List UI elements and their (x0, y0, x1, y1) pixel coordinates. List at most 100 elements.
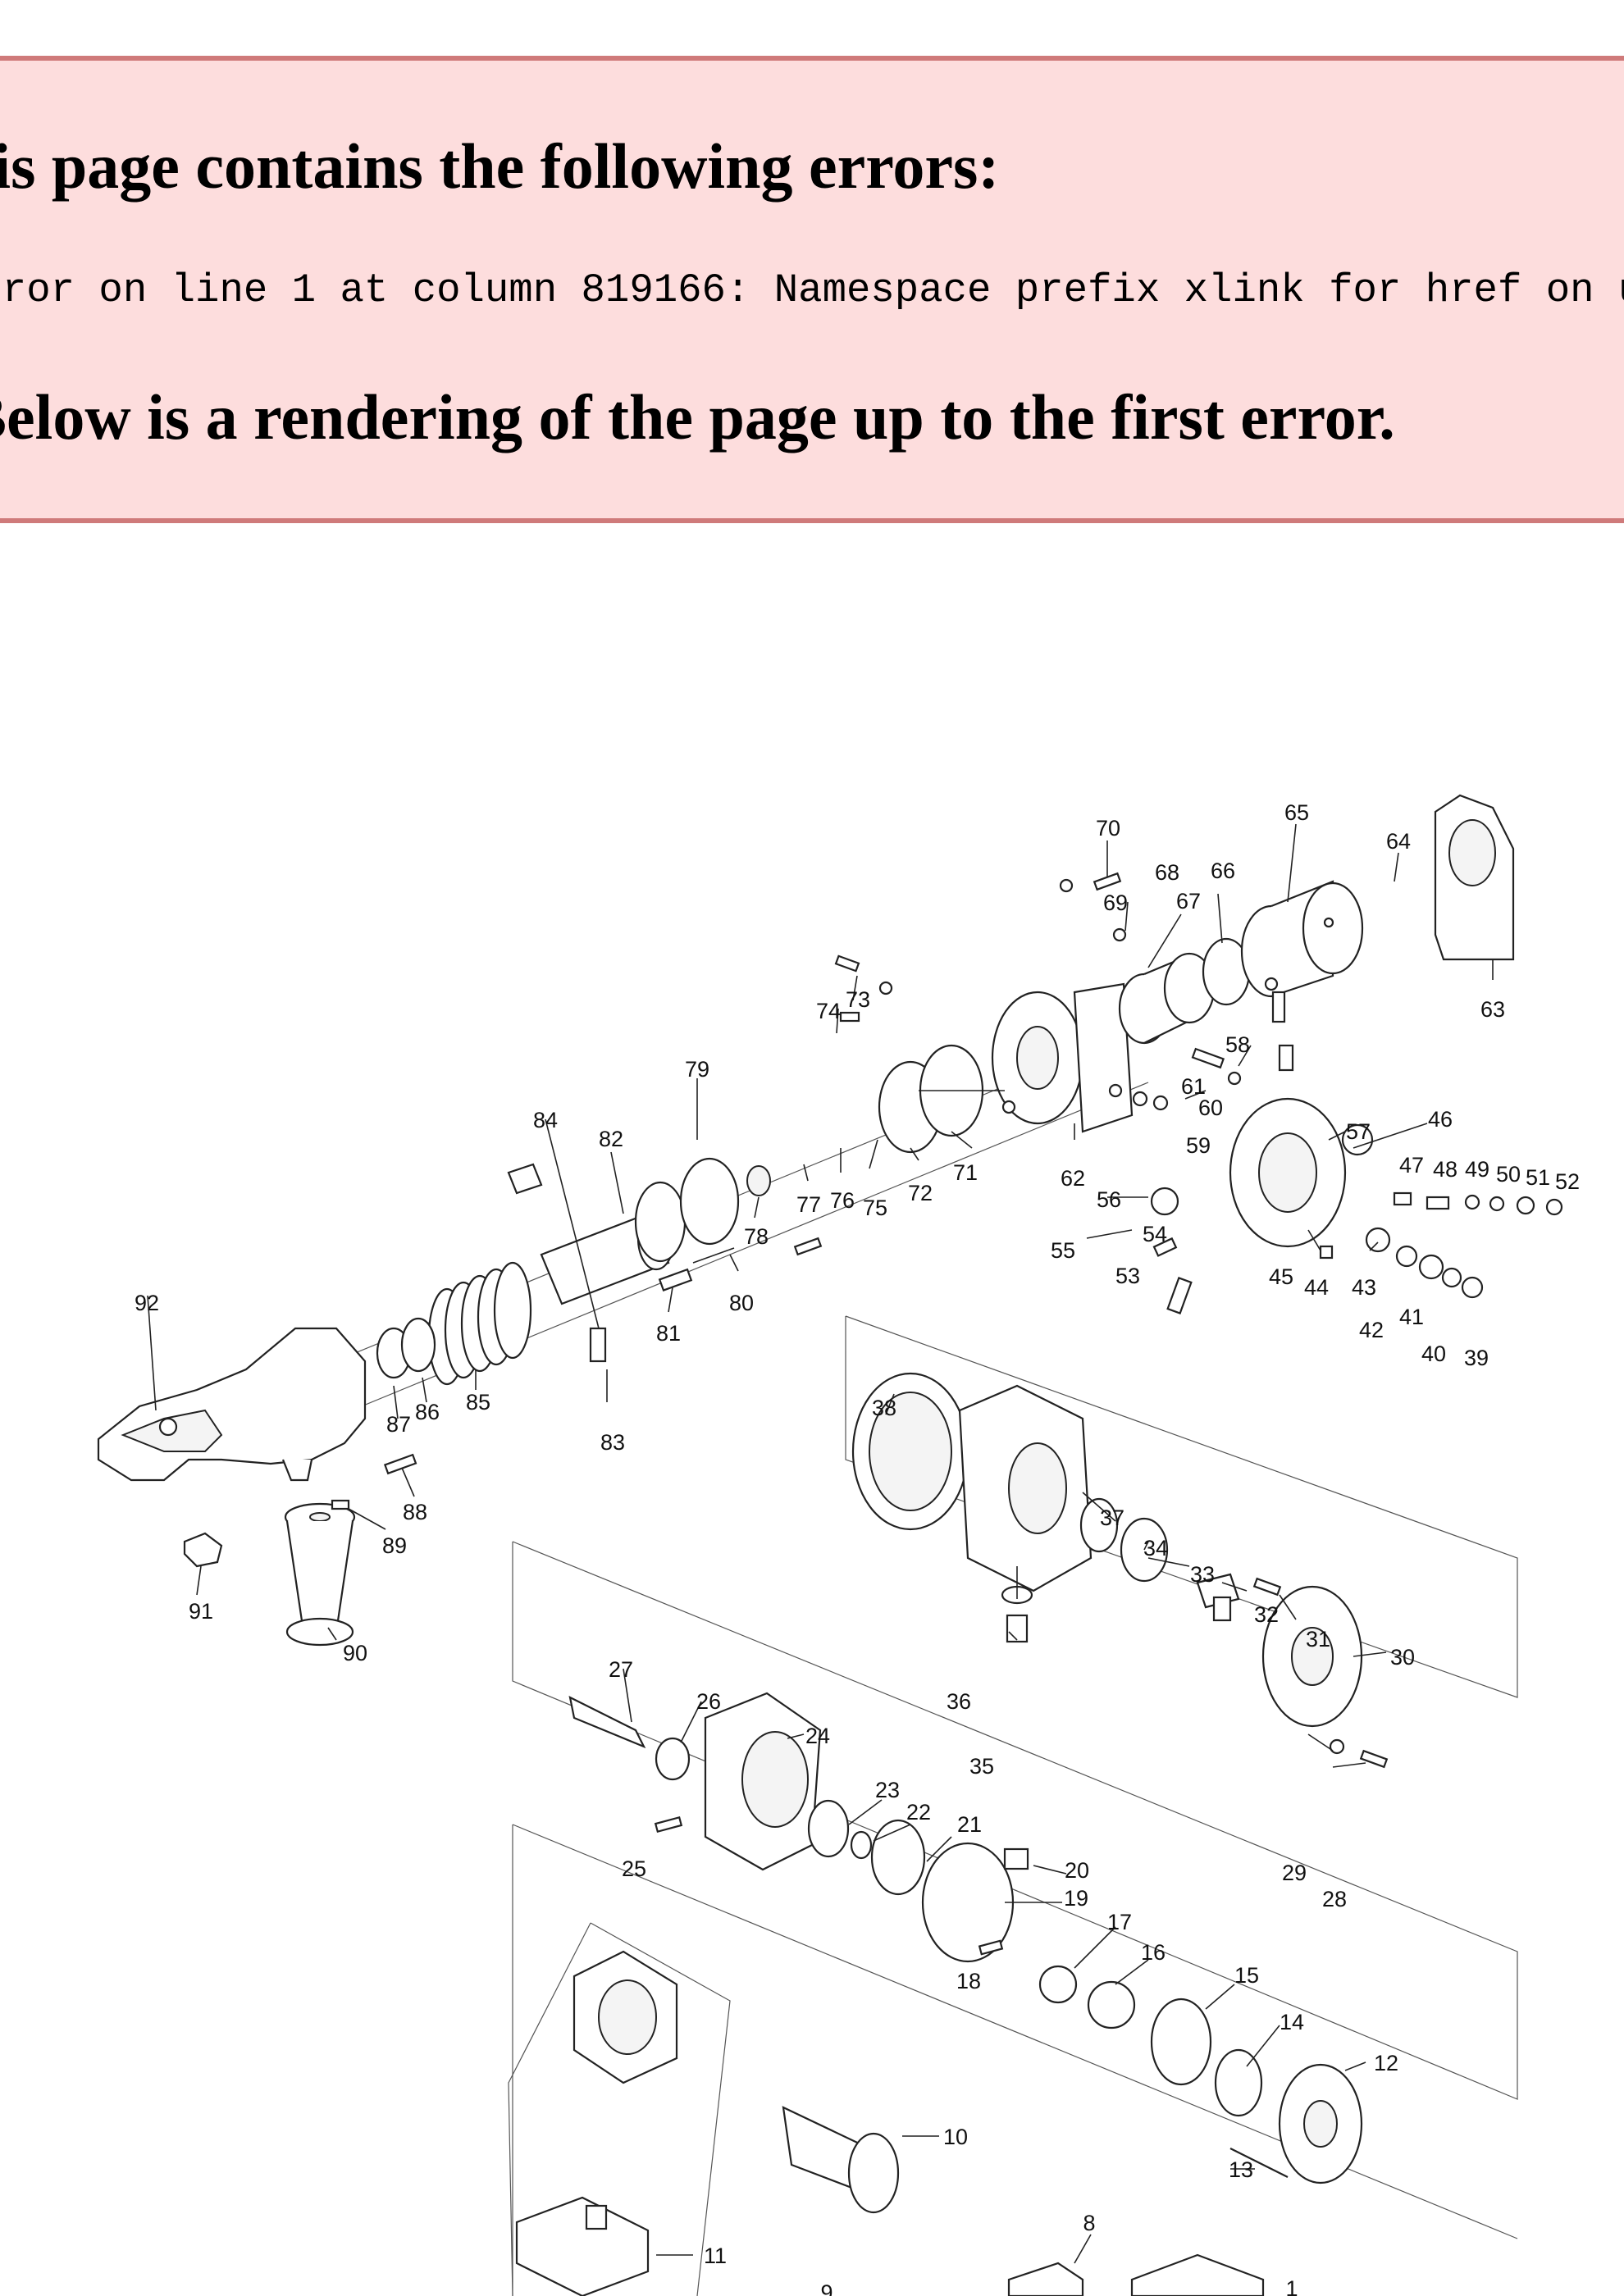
label-1: 1 (1285, 2276, 1298, 2296)
label-85: 85 (466, 1390, 490, 1414)
part-handle-housing (97, 1327, 367, 1482)
label-18: 18 (956, 1969, 981, 1993)
label-41: 41 (1399, 1305, 1424, 1329)
label-13: 13 (1229, 2157, 1253, 2182)
label-28: 28 (1322, 1887, 1347, 1911)
label-14: 14 (1280, 2010, 1304, 2034)
label-8: 8 (1083, 2211, 1095, 2235)
label-84: 84 (533, 1108, 558, 1132)
label-66: 66 (1211, 859, 1235, 883)
label-90: 90 (343, 1641, 367, 1665)
label-38: 38 (872, 1396, 896, 1420)
part-valve-body-46 (1229, 1097, 1374, 1248)
label-33: 33 (1190, 1562, 1215, 1587)
label-42: 42 (1359, 1318, 1384, 1342)
label-35: 35 (969, 1754, 994, 1779)
label-91: 91 (189, 1599, 213, 1624)
part-rod-13 (1229, 2148, 1289, 2178)
part-ring-15 (1150, 1998, 1212, 2086)
error-detail-message: error on line 1 at column 819166: Namesp… (0, 267, 1624, 313)
label-62: 62 (1061, 1166, 1085, 1191)
part-armature-10 (782, 2106, 900, 2214)
part-nut-91 (183, 1532, 223, 1568)
label-37: 37 (1100, 1506, 1124, 1530)
label-72: 72 (908, 1181, 933, 1205)
label-40: 40 (1421, 1342, 1446, 1366)
part-cylinder-79 (634, 1157, 771, 1263)
part-washer-14 (1214, 2048, 1263, 2117)
label-45: 45 (1269, 1264, 1293, 1289)
label-48: 48 (1433, 1157, 1457, 1182)
error-footer-note: Below is a rendering of the page up to t… (0, 381, 1395, 453)
label-21: 21 (957, 1812, 982, 1837)
label-54: 54 (1143, 1222, 1167, 1246)
label-53: 53 (1115, 1264, 1140, 1288)
label-87: 87 (386, 1412, 411, 1437)
label-83: 83 (600, 1430, 625, 1455)
label-51: 51 (1526, 1165, 1550, 1190)
part-controller-11 (515, 2196, 650, 2296)
leader-lines (147, 823, 1494, 2264)
label-24: 24 (805, 1724, 830, 1748)
label-70: 70 (1096, 816, 1120, 840)
label-36: 36 (947, 1689, 971, 1714)
part-plate-63 (1434, 794, 1515, 961)
label-52: 52 (1555, 1169, 1580, 1194)
part-shaft-32 (1196, 1573, 1240, 1622)
label-88: 88 (403, 1500, 427, 1524)
part-spring (427, 1261, 532, 1386)
label-15: 15 (1234, 1963, 1259, 1988)
label-23: 23 (875, 1778, 900, 1802)
label-76: 76 (830, 1188, 855, 1213)
part-labels: 1 8 9 10 11 12 13 14 15 16 17 18 19 20 2… (135, 800, 1580, 2296)
label-49: 49 (1465, 1157, 1489, 1182)
label-22: 22 (906, 1800, 931, 1824)
part-block-84 (507, 1163, 543, 1195)
label-80: 80 (729, 1291, 754, 1315)
label-82: 82 (599, 1127, 623, 1151)
label-74: 74 (816, 999, 841, 1023)
label-68: 68 (1155, 860, 1179, 885)
label-34: 34 (1143, 1536, 1168, 1560)
part-washer-21 (870, 1819, 926, 1896)
label-55: 55 (1051, 1238, 1075, 1263)
part-sleeve-67 (1118, 952, 1216, 1045)
label-57: 57 (1346, 1119, 1371, 1144)
label-31: 31 (1306, 1627, 1330, 1651)
exploded-parts-diagram: 1 8 9 10 11 12 13 14 15 16 17 18 19 20 2… (97, 794, 1580, 2296)
part-rings-86-87 (376, 1317, 436, 1379)
label-44: 44 (1304, 1275, 1329, 1300)
label-69: 69 (1103, 891, 1128, 915)
label-78: 78 (744, 1224, 769, 1249)
label-50: 50 (1496, 1162, 1521, 1187)
label-19: 19 (1064, 1886, 1088, 1911)
label-73: 73 (846, 987, 870, 1012)
part-ring-26 (655, 1737, 691, 1781)
label-25: 25 (622, 1856, 646, 1881)
part-8 (1007, 2262, 1084, 2296)
label-12: 12 (1374, 2051, 1398, 2075)
label-16: 16 (1141, 1940, 1166, 1965)
part-cover-65 (1240, 880, 1364, 998)
label-56: 56 (1097, 1187, 1121, 1212)
label-65: 65 (1284, 800, 1309, 825)
part-flange-30 (1261, 1585, 1363, 1728)
part-rings-71-72 (878, 1044, 984, 1154)
part-bolt-83 (589, 1327, 607, 1363)
label-29: 29 (1282, 1861, 1307, 1885)
label-20: 20 (1065, 1858, 1089, 1883)
label-67: 67 (1176, 889, 1201, 913)
label-63: 63 (1480, 997, 1505, 1022)
part-brushholder-16-17 (1038, 1965, 1136, 2029)
label-30: 30 (1390, 1645, 1415, 1670)
part-shaft-27 (568, 1696, 646, 1749)
label-58: 58 (1225, 1032, 1250, 1057)
label-47: 47 (1399, 1153, 1424, 1178)
part-housing-24 (704, 1692, 822, 1871)
label-77: 77 (796, 1192, 821, 1217)
label-32: 32 (1254, 1602, 1279, 1627)
label-17: 17 (1107, 1910, 1132, 1934)
error-heading: This page contains the following errors: (0, 130, 1000, 202)
label-10: 10 (943, 2125, 968, 2149)
label-86: 86 (415, 1400, 440, 1424)
